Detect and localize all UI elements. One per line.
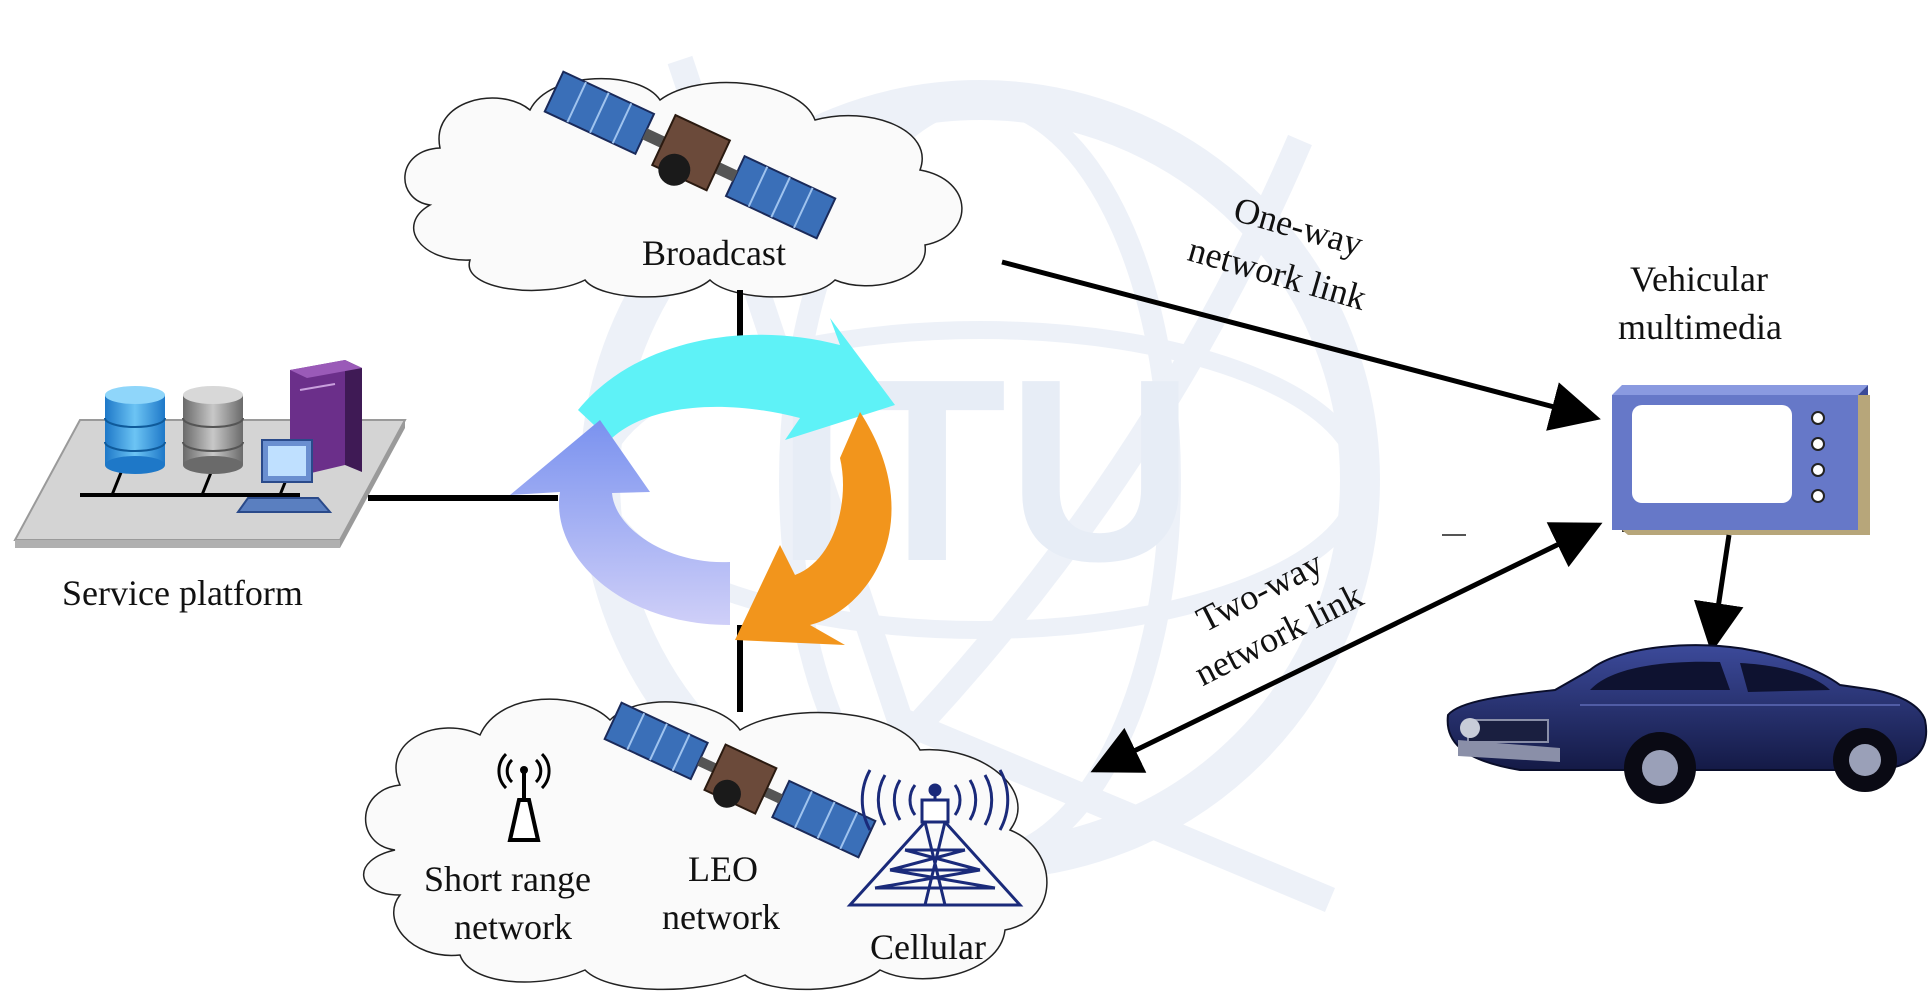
short-range-label-line1: Short range <box>424 859 591 899</box>
blue-cycle-arrow <box>510 420 730 625</box>
broadcast-cloud <box>404 77 963 298</box>
tv-to-car-arrow <box>1693 534 1744 653</box>
cyan-cycle-arrow <box>578 318 895 440</box>
cellular-label: Cellular <box>870 927 986 967</box>
vehicular-label-line1: Vehicular <box>1630 259 1768 299</box>
service-platform-label: Service platform <box>62 573 303 613</box>
short-range-antenna-icon <box>497 752 551 842</box>
database-icon <box>104 386 166 474</box>
orange-cycle-arrow <box>735 412 892 645</box>
one-way-arrow <box>1001 259 1601 431</box>
cycle-arrows-icon <box>510 318 895 645</box>
car-icon <box>1446 644 1928 804</box>
cellular-tower-icon <box>846 769 1024 907</box>
vehicular-multimedia-icon <box>1612 385 1870 535</box>
leo-label-line1: LEO <box>688 849 758 889</box>
leo-label-line2: network <box>662 897 780 937</box>
short-range-label-line2: network <box>454 907 572 947</box>
vehicular-label-line2: multimedia <box>1618 307 1782 347</box>
computer-icon <box>236 439 333 513</box>
leo-satellite-icon <box>603 701 877 859</box>
two-way-arrow <box>1090 522 1603 773</box>
access-network-cloud <box>363 698 1048 991</box>
service-platform-icon <box>13 360 407 548</box>
broadcast-label: Broadcast <box>642 233 786 273</box>
storage-icon <box>182 386 244 474</box>
broadcast-satellite-icon <box>543 70 837 240</box>
